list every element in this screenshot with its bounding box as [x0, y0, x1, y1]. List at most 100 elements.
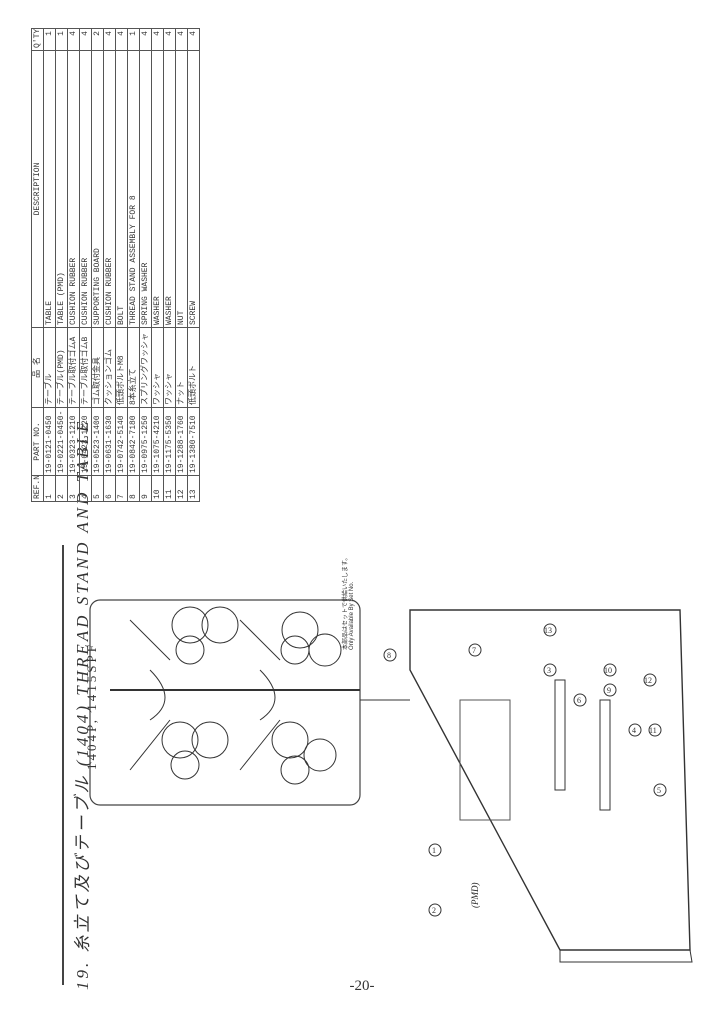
- cell-ref: 8: [127, 475, 140, 502]
- callout-5: 5: [653, 783, 667, 797]
- table-cutout: [459, 699, 511, 821]
- cell-description: CUSHION RUBBER: [103, 50, 116, 328]
- cell-description: SPRING WASHER: [139, 50, 152, 328]
- cell-part-no: 19-0121-0450: [43, 407, 56, 476]
- cell-ref: 12: [175, 475, 188, 502]
- cell-name-jp: 低頭ボルトM8: [115, 327, 128, 408]
- table-header-row: REF.NO PART NO. 品 名 DESCRIPTION Q'TY: [31, 28, 44, 502]
- cell-name-jp: テーブル取付ゴムB: [79, 327, 92, 408]
- thread-stand-inset-frame: [89, 599, 361, 806]
- callout-6: 6: [573, 693, 587, 707]
- callout-7: 7: [468, 643, 482, 657]
- thread-stand-drawing: [110, 606, 360, 785]
- callout-2: 2: [428, 903, 442, 917]
- cell-ref: 9: [139, 475, 152, 502]
- header-description: DESCRIPTION: [31, 50, 44, 328]
- cell-name-jp: ワッシャ: [163, 327, 176, 408]
- callout-4: 4: [628, 723, 642, 737]
- svg-text:4: 4: [632, 726, 636, 735]
- cell-qty: 1: [43, 28, 56, 51]
- svg-text:11: 11: [649, 726, 657, 735]
- header-ref: REF.NO: [31, 475, 44, 502]
- cell-ref: 13: [187, 475, 200, 502]
- cell-name-jp: ゴム取付金具: [91, 327, 104, 408]
- cell-ref: 6: [103, 475, 116, 502]
- cell-name-jp: ナット: [175, 327, 188, 408]
- callout-13: 13: [543, 623, 557, 637]
- svg-text:1: 1: [432, 846, 436, 855]
- set-note-jp: 本部品はセットで供給いたします。: [343, 554, 349, 650]
- cell-ref: 10: [151, 475, 164, 502]
- cell-ref: 11: [163, 475, 176, 502]
- cell-qty: 1: [55, 28, 68, 51]
- cell-part-no: 19-0975-1250: [139, 407, 152, 476]
- svg-text:7: 7: [472, 646, 476, 655]
- cell-part-no: 19-0742-5140: [115, 407, 128, 476]
- exploded-diagram: 1 2 3 4 5 6 7 8 9 10 11 12 13: [89, 599, 693, 963]
- cell-name-jp: ワッシャ: [151, 327, 164, 408]
- cell-part-no: 19-1075-4210: [151, 407, 164, 476]
- svg-text:8: 8: [387, 651, 391, 660]
- cell-description: TABLE (PMD): [55, 50, 68, 328]
- cell-qty: 1: [127, 28, 140, 51]
- callout-10: 10: [603, 663, 617, 677]
- callout-3: 3: [543, 663, 557, 677]
- cell-ref: 5: [91, 475, 104, 502]
- support-board-b: [599, 699, 611, 811]
- cell-qty: 4: [79, 28, 92, 51]
- page-number: -20-: [349, 978, 375, 994]
- callout-11: 11: [648, 723, 662, 737]
- callout-9: 9: [603, 683, 617, 697]
- cell-name-jp: スプリングワッシャ: [139, 327, 152, 408]
- cell-qty: 4: [115, 28, 128, 51]
- support-board-a: [554, 679, 566, 791]
- cell-part-no: 19-0842-7180: [127, 407, 140, 476]
- cell-name-jp: 低頭ボルト: [187, 327, 200, 408]
- header-qty: Q'TY: [31, 28, 44, 51]
- cell-ref: 3: [67, 475, 80, 502]
- table-edge: [559, 949, 693, 963]
- cell-qty: 4: [163, 28, 176, 51]
- callouts: 1 2 3 4 5 6 7 8 9 10 11 12 13: [383, 623, 667, 917]
- cell-description: TABLE: [43, 50, 56, 328]
- svg-text:10: 10: [604, 666, 612, 675]
- cell-description: THREAD STAND ASSEMBLY FOR 8: [127, 50, 140, 328]
- cell-qty: 4: [151, 28, 164, 51]
- svg-text:2: 2: [432, 906, 436, 915]
- callout-8: 8: [383, 648, 397, 662]
- cell-description: SUPPORTING BOARD: [91, 50, 104, 328]
- cell-part-no: 19-0631-1630: [103, 407, 116, 476]
- svg-text:5: 5: [657, 786, 661, 795]
- cell-description: BOLT: [115, 50, 128, 328]
- cell-part-no: 19-0523-1400: [91, 407, 104, 476]
- cell-description: CUSHION RUBBER: [79, 50, 92, 328]
- table-top: [409, 609, 691, 951]
- cell-description: WASHER: [151, 50, 164, 328]
- cell-name-jp: テーブル取付ゴムA: [67, 327, 80, 408]
- title-rule: [62, 545, 64, 985]
- svg-text:6: 6: [577, 696, 581, 705]
- cell-qty: 2: [91, 28, 104, 51]
- cell-part-no: 19-0221-0450-: [55, 407, 68, 476]
- callout-1: 1: [428, 843, 442, 857]
- header-name-jp: 品 名: [31, 327, 44, 408]
- svg-text:3: 3: [547, 666, 551, 675]
- cell-qty: 4: [103, 28, 116, 51]
- cell-ref: 7: [115, 475, 128, 502]
- cell-qty: 4: [187, 28, 200, 51]
- svg-text:12: 12: [644, 676, 652, 685]
- cell-description: SCREW: [187, 50, 200, 328]
- cell-description: NUT: [175, 50, 188, 328]
